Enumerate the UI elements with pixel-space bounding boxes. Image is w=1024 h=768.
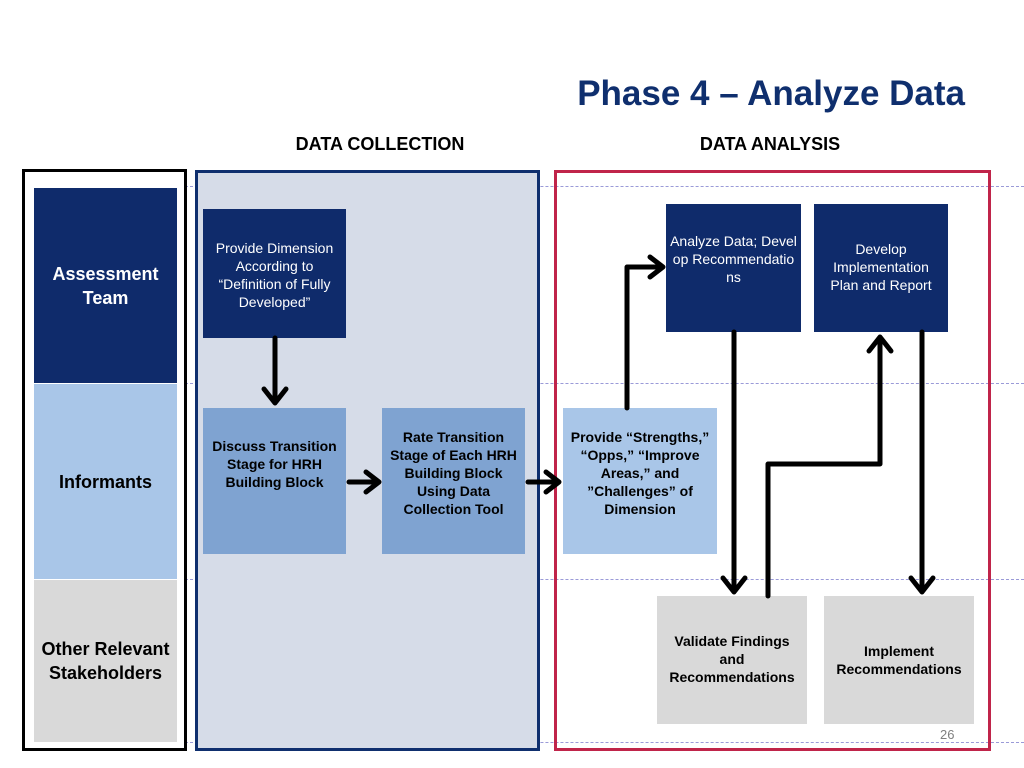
- arrowhead-analyze-to-validate: [720, 575, 748, 595]
- row-separator-2: [185, 579, 1024, 580]
- box-implement: Implement Recommendations: [824, 596, 974, 724]
- page-number: 26: [940, 727, 955, 742]
- data-collection-heading: DATA COLLECTION: [295, 134, 465, 154]
- row-label-assessment-team: Assessment Team: [34, 188, 177, 383]
- box-validate-findings: Validate Findings and Recommendations: [657, 596, 807, 724]
- box-analyze-data-text: Analyze Data; Develop Recommendations: [670, 233, 797, 285]
- arrow-line-validate-to-plan: [765, 337, 883, 599]
- box-validate-findings-text: Validate Findings and Recommendations: [669, 633, 795, 685]
- box-develop-plan: Develop Implementation Plan and Report: [814, 204, 948, 332]
- row-label-other-stakeholders-text: Other Relevant Stakeholders: [41, 639, 170, 683]
- box-implement-text: Implement Recommendations: [836, 643, 962, 677]
- row-separator-1: [185, 383, 1024, 384]
- box-discuss-transition-text: Discuss Transition Stage for HRH Buildin…: [212, 438, 337, 490]
- box-provide-strengths: Provide “Strengths,” “Opps,” “Improve Ar…: [563, 408, 717, 554]
- box-provide-dimension-text: Provide Dimension According to “Definiti…: [215, 240, 334, 310]
- row-label-informants-text: Informants: [58, 471, 152, 492]
- arrowhead-validate-to-plan: [866, 334, 894, 354]
- box-provide-strengths-text: Provide “Strengths,” “Opps,” “Improve Ar…: [570, 429, 710, 517]
- arrowhead-strengths-to-analyze: [647, 254, 666, 280]
- row-separator-top: [185, 186, 1024, 187]
- arrowhead-dimension-to-discuss: [261, 386, 289, 406]
- arrowhead-discuss-to-rate: [363, 469, 382, 495]
- row-label-informants: Informants: [34, 384, 177, 579]
- box-analyze-data: Analyze Data; Develop Recommendations: [666, 204, 801, 332]
- data-analysis-heading: DATA ANALYSIS: [699, 134, 841, 154]
- page-title: Phase 4 – Analyze Data: [577, 74, 965, 113]
- box-rate-transition: Rate Transition Stage of Each HRH Buildi…: [382, 408, 525, 554]
- arrow-line-strengths-to-analyze: [624, 264, 663, 411]
- box-develop-plan-text: Develop Implementation Plan and Report: [830, 241, 932, 293]
- data-analysis-panel: [554, 170, 991, 751]
- row-labels-frame: [22, 169, 187, 751]
- row-separator-bottom: [185, 742, 1024, 743]
- box-rate-transition-text: Rate Transition Stage of Each HRH Buildi…: [390, 429, 517, 517]
- row-label-assessment-team-text: Assessment Team: [52, 263, 159, 308]
- arrowhead-plan-to-implement: [908, 575, 936, 595]
- box-discuss-transition: Discuss Transition Stage for HRH Buildin…: [203, 408, 346, 554]
- box-provide-dimension: Provide Dimension According to “Definiti…: [203, 209, 346, 338]
- row-label-other-stakeholders: Other Relevant Stakeholders: [34, 580, 177, 742]
- arrowhead-rate-to-strengths: [543, 469, 562, 495]
